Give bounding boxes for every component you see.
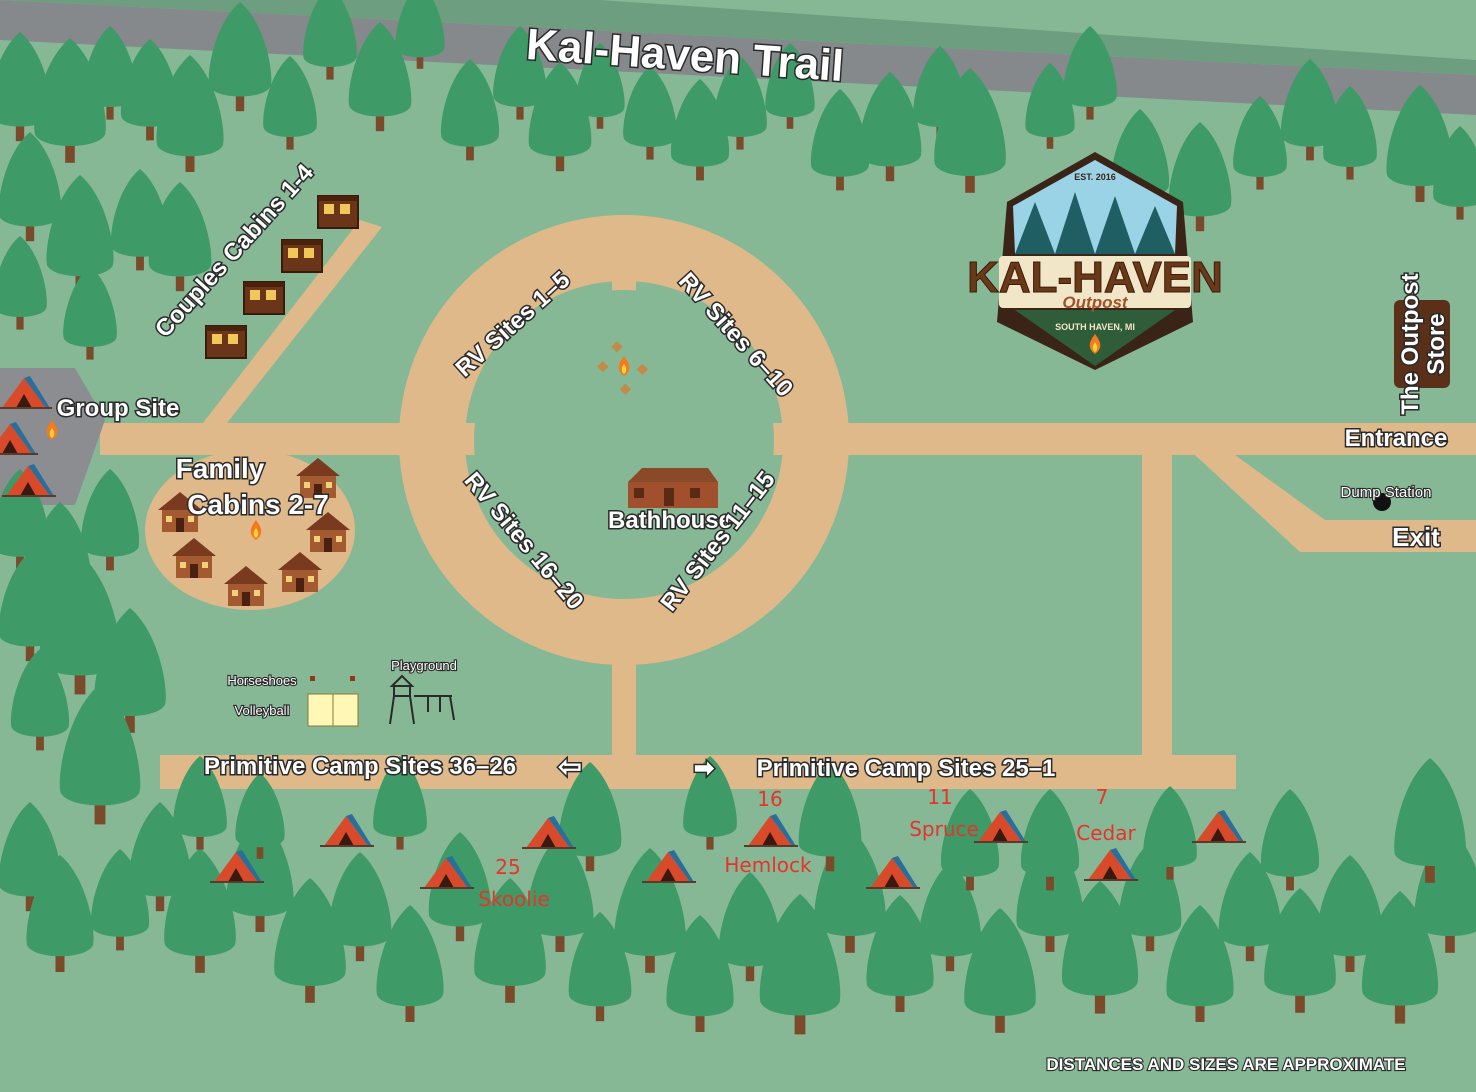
horseshoes-label: Horseshoes	[227, 673, 297, 688]
exit-label: Exit	[1392, 522, 1440, 552]
bathhouse-building[interactable]	[628, 468, 718, 508]
site-11-number: 11	[927, 785, 952, 809]
site-25-name: Skoolie	[478, 887, 549, 911]
horseshoe-pit	[310, 676, 315, 681]
outpost-store-building[interactable]	[1394, 300, 1450, 388]
volleyball-label: Volleyball	[235, 703, 290, 718]
family-cabins-label-1: Family	[176, 453, 265, 484]
group-site-label: Group Site	[57, 395, 180, 422]
volleyball-court[interactable]	[307, 693, 359, 727]
horseshoe-pit	[350, 676, 355, 681]
dump-station-label: Dump Station	[1341, 484, 1432, 501]
site-11-name: Spruce	[909, 817, 979, 841]
site-7-number: 7	[1096, 785, 1109, 809]
disclaimer: DISTANCES AND SIZES ARE APPROXIMATE	[1046, 1055, 1405, 1074]
site-7-name: Cedar	[1076, 821, 1136, 845]
site-25-number: 25	[495, 855, 520, 879]
logo-sub: Outpost	[1062, 293, 1128, 312]
logo-location: SOUTH HAVEN, MI	[1055, 322, 1135, 332]
entrance-label: Entrance	[1345, 425, 1448, 452]
playground-label: Playground	[391, 658, 457, 673]
primitive-left-label: Primitive Camp Sites 36–26	[204, 753, 516, 780]
site-16-name: Hemlock	[724, 853, 812, 877]
outpost-store-label-2: Store	[1423, 313, 1450, 374]
roads	[100, 220, 1476, 789]
logo-name: KAL-HAVEN	[967, 253, 1223, 302]
dump-station-marker[interactable]	[1373, 493, 1391, 511]
logo-est: EST. 2016	[1074, 172, 1116, 182]
rv-loop-road	[399, 215, 849, 665]
primitive-right-label: Primitive Camp Sites 25–1	[757, 755, 1056, 782]
outpost-store-label-1: The Outpost	[1397, 273, 1424, 414]
bathhouse-label: Bathhouse	[608, 507, 732, 534]
playground-equipment[interactable]	[389, 674, 455, 725]
arrow-right-icon: ➡	[694, 755, 715, 782]
arrow-left-icon: ⇦	[558, 751, 581, 782]
family-cabins-label-2: Cabins 2-7	[187, 489, 329, 520]
kal-haven-logo: EST. 2016 KAL-HAVEN Outpost SOUTH HAVEN,…	[967, 152, 1223, 370]
site-16-number: 16	[757, 787, 782, 811]
